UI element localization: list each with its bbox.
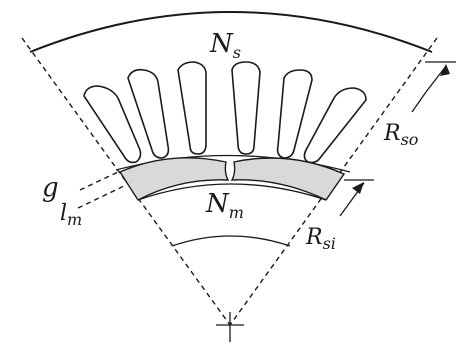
stator-slot <box>303 87 367 164</box>
right-sector-boundary <box>229 37 438 326</box>
stator-outer-arc <box>29 11 433 53</box>
rsi-dimension <box>339 179 374 217</box>
stator-slot <box>231 61 261 155</box>
rotor-inner-arc <box>171 235 291 247</box>
magnet-right <box>230 157 346 201</box>
stator-slot <box>83 85 142 164</box>
gap-leader <box>79 171 119 191</box>
stator-slot <box>177 61 207 155</box>
rso-dimension <box>411 61 456 113</box>
air-gap-label: g <box>42 173 59 203</box>
magnet-label: Nm <box>205 189 244 222</box>
rso-label: Rso <box>383 121 418 149</box>
stator-slot <box>276 69 313 159</box>
stator-slots <box>83 61 367 164</box>
center-mark <box>216 312 244 342</box>
magnet-length-leader <box>77 185 125 209</box>
magnet-left <box>118 157 230 201</box>
stator-slot <box>127 68 170 159</box>
magnet-length-label: lm <box>60 201 82 229</box>
stator-label: Ns <box>209 29 241 62</box>
rsi-label: Rsi <box>305 225 336 253</box>
rotor-surface-arc <box>137 183 327 201</box>
